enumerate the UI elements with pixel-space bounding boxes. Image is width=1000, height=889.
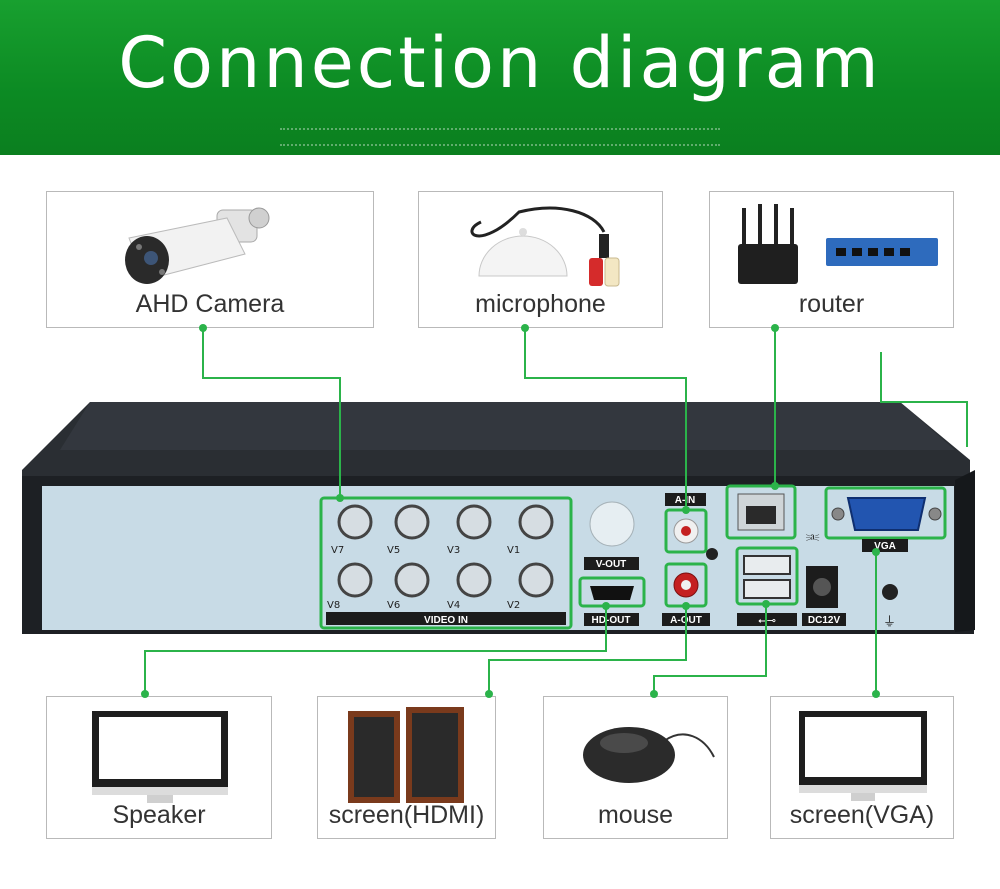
mouse-label: mouse bbox=[597, 801, 674, 829]
hdmi-port bbox=[590, 586, 634, 600]
bnc-port-v5 bbox=[394, 504, 430, 540]
bnc-label-v7: V7 bbox=[331, 545, 344, 556]
usb-port-2 bbox=[743, 579, 791, 599]
speaker-connector bbox=[144, 606, 607, 694]
mouse-connector bbox=[653, 604, 767, 694]
speaker-icon bbox=[348, 707, 464, 803]
bnc-label-v6: V6 bbox=[387, 600, 400, 611]
speaker-card: Speaker bbox=[46, 696, 272, 839]
vga-screw-left bbox=[831, 507, 845, 521]
lan-highlight bbox=[725, 484, 797, 540]
vga-label: VGA bbox=[874, 541, 896, 552]
dc-label: DC12V bbox=[808, 615, 841, 626]
bnc-label-v5: V5 bbox=[387, 545, 400, 556]
router-card: router bbox=[709, 191, 954, 328]
camera-connector bbox=[202, 328, 341, 498]
hd-out-tag bbox=[584, 613, 639, 626]
dvr-top-sheen bbox=[60, 402, 955, 450]
vga-highlight bbox=[824, 486, 947, 540]
bnc-port-v1 bbox=[518, 504, 554, 540]
vga-port bbox=[846, 497, 927, 531]
mouse-card: mouse bbox=[543, 696, 728, 839]
microphone-icon bbox=[470, 206, 620, 287]
bnc-label-v2: V2 bbox=[507, 600, 520, 611]
hdmi-highlight bbox=[578, 576, 646, 608]
speaker-label: Speaker bbox=[112, 801, 206, 829]
bnc-ports bbox=[337, 504, 554, 598]
v-out-port bbox=[589, 501, 635, 547]
screen-hdmi-label: screen(HDMI) bbox=[328, 801, 485, 829]
page-title: Connection diagram bbox=[118, 22, 882, 104]
decor-connector bbox=[880, 352, 968, 447]
vga-screw-right bbox=[928, 507, 942, 521]
screen-hdmi-card: screen(HDMI) bbox=[317, 696, 496, 839]
video-in-label: VIDEO IN bbox=[424, 615, 468, 626]
bnc-label-v3: V3 bbox=[447, 545, 460, 556]
bnc-port-v6 bbox=[394, 562, 430, 598]
bnc-port-v7 bbox=[337, 504, 373, 540]
mouse-icon bbox=[583, 727, 715, 783]
v-out-tag bbox=[584, 557, 639, 570]
bnc-port-v2 bbox=[518, 562, 554, 598]
screen-vga-label: screen(VGA) bbox=[789, 801, 935, 829]
bnc-label-v1: V1 bbox=[507, 545, 520, 556]
screen-vga-card: screen(VGA) bbox=[770, 696, 954, 839]
connector-lines bbox=[144, 328, 968, 694]
network-icon: ⎃ bbox=[806, 530, 820, 549]
camera-icon bbox=[125, 207, 270, 284]
ground-screw bbox=[882, 584, 898, 600]
camera-card: AHD Camera bbox=[46, 191, 374, 328]
dvr-rear-panel bbox=[42, 486, 954, 630]
router-label: router bbox=[798, 290, 865, 318]
bnc-label-v4: V4 bbox=[447, 600, 460, 611]
microphone-connector bbox=[524, 328, 687, 510]
hd-out-label: HD-OUT bbox=[592, 615, 631, 626]
video-in-tag bbox=[326, 612, 566, 625]
header-banner: Connection diagram bbox=[0, 0, 1000, 155]
bnc-port-v3 bbox=[456, 504, 492, 540]
dc-tag bbox=[802, 613, 846, 626]
screw-icon bbox=[706, 548, 718, 560]
bnc-port-v4 bbox=[456, 562, 492, 598]
bnc-port-v8 bbox=[337, 562, 373, 598]
microphone-label: microphone bbox=[475, 290, 606, 318]
bnc-label-v8: V8 bbox=[327, 600, 340, 611]
vga-tag bbox=[862, 539, 908, 552]
video-in-box bbox=[319, 496, 573, 630]
router-icon bbox=[738, 204, 938, 284]
monitor-icon bbox=[799, 711, 927, 801]
microphone-card: microphone bbox=[418, 191, 663, 328]
decorative-fine-print bbox=[280, 128, 720, 146]
usb-port-1 bbox=[743, 555, 791, 575]
connector-dots bbox=[141, 324, 880, 698]
v-out-label: V-OUT bbox=[596, 559, 627, 570]
monitor-icon bbox=[92, 711, 228, 803]
dvr-right-side bbox=[955, 470, 975, 632]
screen-hdmi-connector bbox=[488, 606, 687, 694]
ground-icon: ⏚ bbox=[883, 615, 896, 630]
camera-label: AHD Camera bbox=[135, 290, 285, 318]
